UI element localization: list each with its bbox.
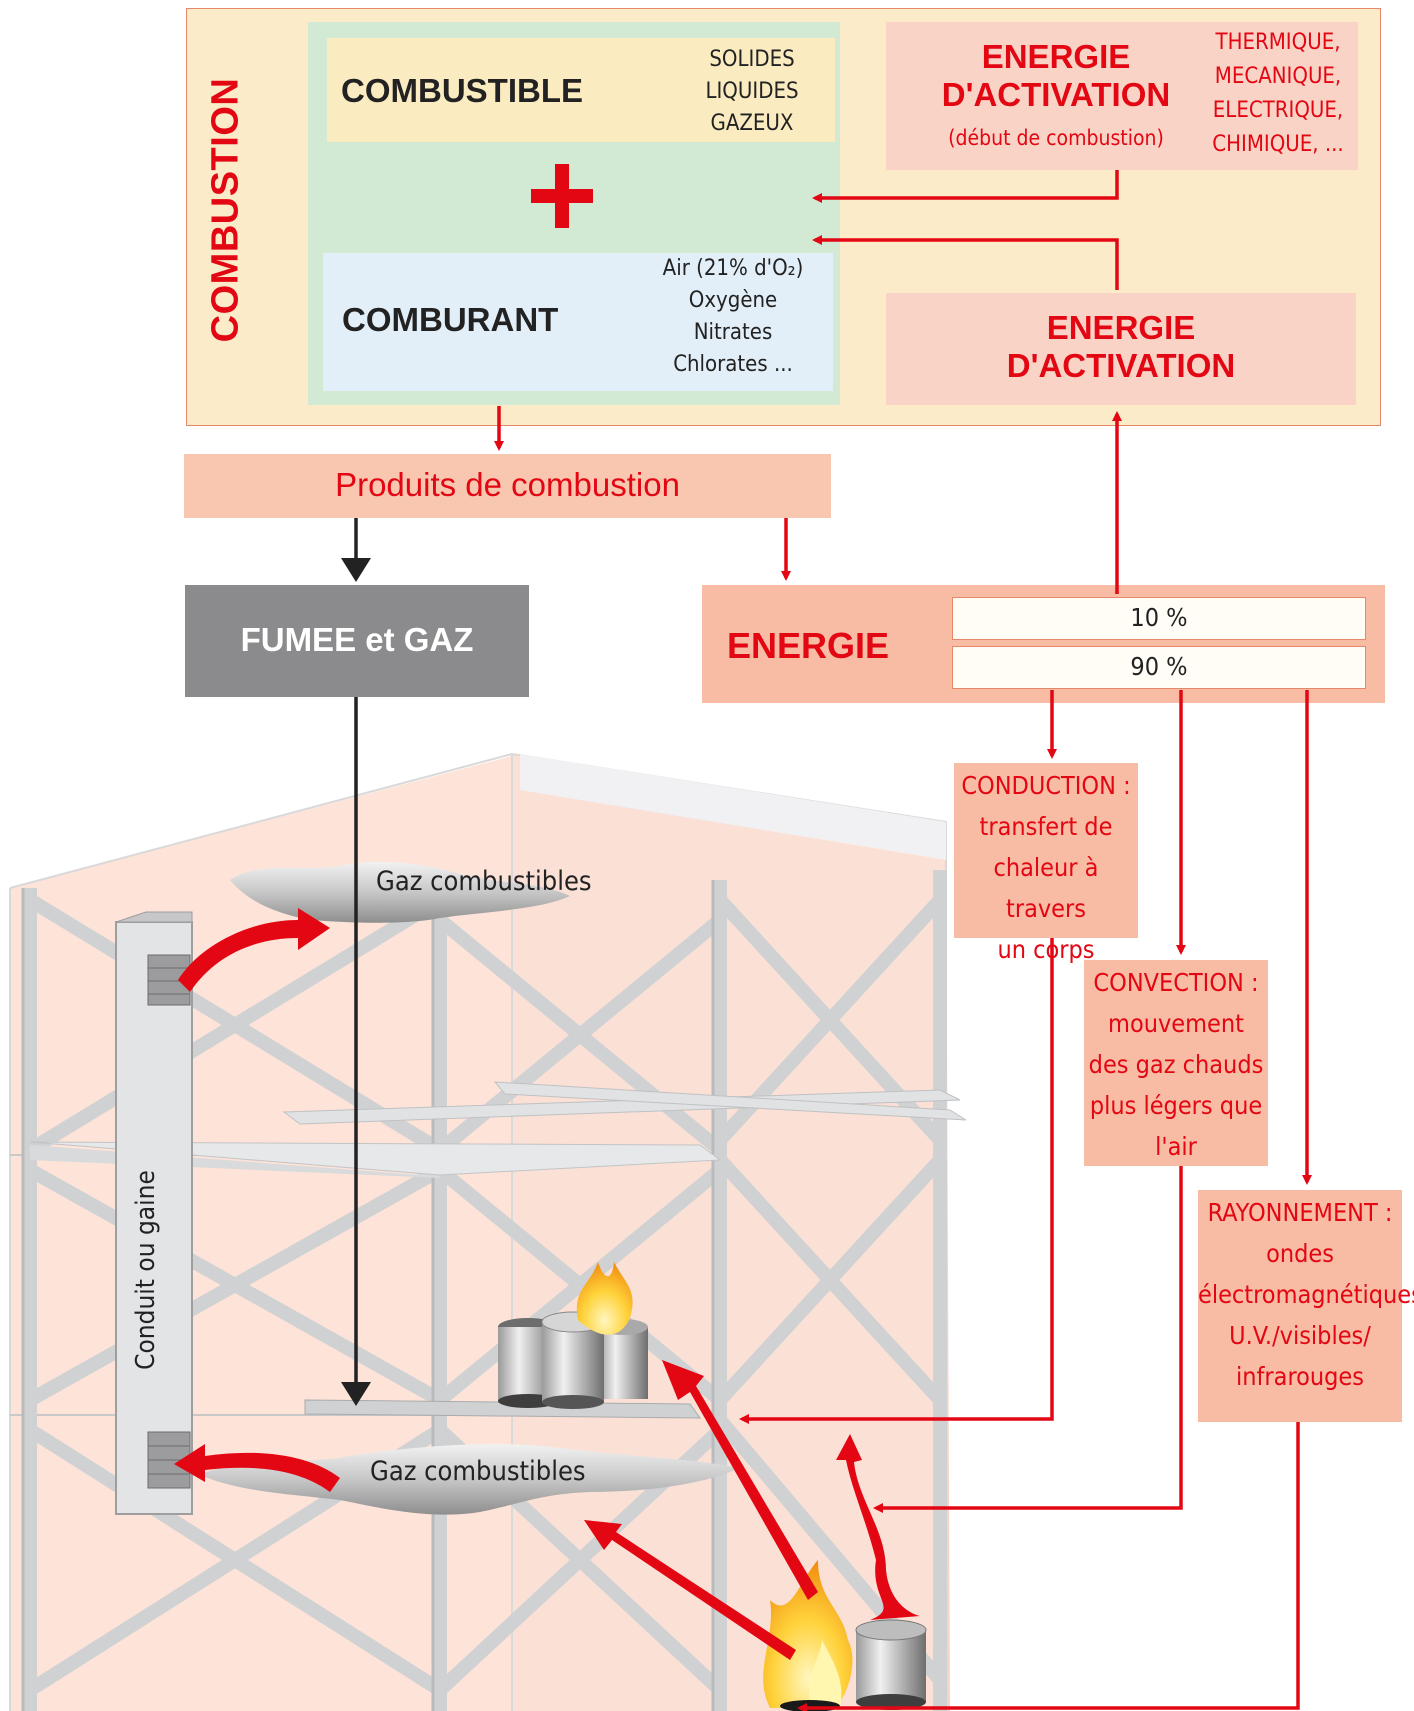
- gas-label-top: Gaz combustibles: [376, 866, 592, 897]
- rayonnement-text: RAYONNEMENT : ondes électromagnétiques U…: [1198, 1192, 1414, 1397]
- rayonnement-box: RAYONNEMENT : ondes électromagnétiques U…: [1198, 1190, 1414, 1422]
- activation-title-line: D'ACTIVATION: [1006, 347, 1236, 384]
- activation-title-top: ENERGIE D'ACTIVATION: [926, 38, 1186, 114]
- smoke-and-gas-label: FUMEE et GAZ: [240, 621, 474, 658]
- conduction-text: CONDUCTION : transfert de chaleur à trav…: [954, 765, 1138, 970]
- combustible-box: COMBUSTIBLE SOLIDES LIQUIDES GAZEUX: [327, 38, 835, 142]
- duct-shaft: [115, 921, 193, 1515]
- comburant-example: Oxygène: [688, 288, 778, 313]
- conduction-box: CONDUCTION : transfert de chaleur à trav…: [954, 763, 1138, 964]
- activation-form: ELECTRIQUE,: [1212, 98, 1344, 123]
- comburant-example: Air (21% d'O₂): [662, 256, 804, 281]
- gas-label-bottom: Gaz combustibles: [370, 1456, 586, 1487]
- rayonnement-line: électromagnétiques: [1198, 1280, 1414, 1309]
- rayonnement-line: U.V./visibles/: [1229, 1321, 1371, 1350]
- activation-energy-box-bottom: ENERGIE D'ACTIVATION: [886, 293, 1356, 405]
- conduction-line: chaleur à travers: [993, 853, 1099, 923]
- energy-share-10: 10 %: [952, 597, 1366, 640]
- comburant-example: Nitrates: [693, 320, 773, 345]
- convection-line: plus légers que: [1089, 1091, 1263, 1120]
- combustible-type: GAZEUX: [710, 111, 794, 136]
- rayonnement-line: RAYONNEMENT :: [1207, 1198, 1393, 1227]
- convection-box: CONVECTION : mouvement des gaz chauds pl…: [1084, 960, 1268, 1166]
- comburant-example: Chlorates ...: [673, 352, 793, 377]
- energy-share-90: 90 %: [952, 646, 1366, 689]
- combustible-type: SOLIDES: [709, 47, 795, 72]
- combustion-products-bar: Produits de combustion: [184, 454, 831, 518]
- combustible-title: COMBUSTIBLE: [341, 72, 583, 109]
- activation-energy-box-top: ENERGIE D'ACTIVATION (début de combustio…: [886, 22, 1358, 170]
- combustible-types: SOLIDES LIQUIDES GAZEUX: [692, 44, 812, 140]
- duct-label: Conduit ou gaine: [131, 1170, 161, 1370]
- convection-line: mouvement: [1108, 1009, 1244, 1038]
- energy-label: ENERGIE: [727, 625, 890, 666]
- activation-forms: THERMIQUE, MECANIQUE, ELECTRIQUE, CHIMIQ…: [1204, 26, 1352, 162]
- convection-line: des gaz chauds: [1088, 1050, 1264, 1079]
- activation-title-line: ENERGIE: [1046, 309, 1196, 346]
- shelf-fire: [576, 1262, 633, 1335]
- activation-form: THERMIQUE,: [1215, 30, 1341, 55]
- activation-title-line: ENERGIE: [981, 38, 1131, 75]
- comburant-box: COMBURANT Air (21% d'O₂) Oxygène Nitrate…: [323, 253, 833, 391]
- conduction-line: un corps: [997, 935, 1095, 964]
- activation-form: CHIMIQUE, ...: [1212, 132, 1344, 157]
- convection-line: CONVECTION :: [1093, 968, 1259, 997]
- activation-title-line: D'ACTIVATION: [941, 76, 1171, 113]
- rayonnement-line: ondes: [1266, 1239, 1334, 1268]
- activation-title-bottom: ENERGIE D'ACTIVATION: [946, 309, 1296, 385]
- convection-line: l'air: [1155, 1132, 1197, 1161]
- conduction-line: CONDUCTION :: [961, 771, 1131, 800]
- activation-note: (début de combustion): [948, 126, 1164, 150]
- rayonnement-line: infrarouges: [1236, 1362, 1364, 1391]
- convection-text: CONVECTION : mouvement des gaz chauds pl…: [1084, 962, 1268, 1167]
- activation-form: MECANIQUE,: [1214, 64, 1342, 89]
- gas-cloud-bottom: [200, 1444, 740, 1515]
- comburant-title: COMBURANT: [342, 301, 559, 338]
- rack-frame: [23, 870, 947, 1711]
- energy-box: ENERGIE 10 % 90 %: [702, 585, 1385, 703]
- comburant-examples: Air (21% d'O₂) Oxygène Nitrates Chlorate…: [658, 253, 808, 381]
- combustible-type: LIQUIDES: [705, 79, 799, 104]
- smoke-and-gas-box: FUMEE et GAZ: [185, 585, 529, 697]
- gas-cloud-top: [230, 861, 570, 923]
- plus-sign-horizontal: [531, 189, 593, 203]
- combustion-products-label: Produits de combustion: [335, 466, 680, 503]
- conduction-line: transfert de: [979, 812, 1113, 841]
